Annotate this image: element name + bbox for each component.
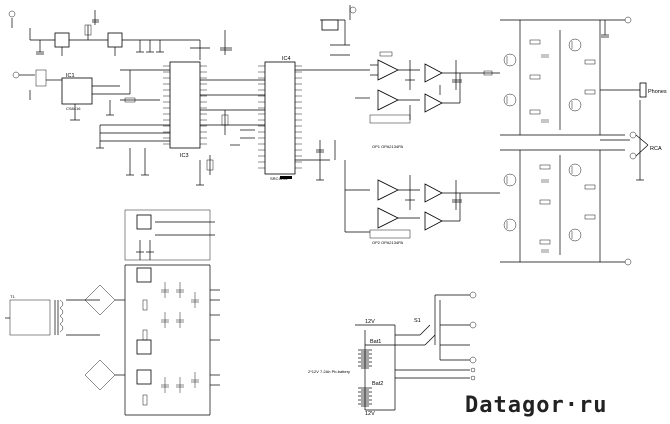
ic1-chip [61, 77, 93, 105]
opamp-stage-top: OP1 OPA2134PA [330, 51, 500, 149]
ic3-pins [163, 65, 207, 145]
regulator-section [8, 10, 232, 60]
switch-label: S1 [414, 318, 421, 324]
ic4-part-label: SRC4193 [270, 176, 288, 181]
opamp-mid-label: OP2 OPA2134PA [372, 240, 404, 245]
ic3-label: IC3 [180, 153, 189, 159]
rca-label: RCA [650, 146, 662, 152]
terminal-5 [470, 375, 476, 381]
terminal-2 [469, 321, 477, 329]
ic4-label: IC4 [282, 56, 291, 62]
ic3-chip [169, 61, 201, 149]
rca-connector-l [629, 131, 637, 139]
opamp-stage-mid: OP2 OPA2134PA [344, 160, 500, 245]
psu-regulator-1 [136, 214, 152, 230]
phones-jack [639, 82, 647, 98]
terminal-4 [470, 367, 476, 373]
t1-label: T1 [10, 294, 15, 299]
terminal-3 [469, 356, 477, 364]
bridge-rectifier-2 [84, 359, 116, 391]
battery-switch-section: Bat1 Bat2 2*12V 7.2Ah Pb-battery 12V 12V… [308, 291, 477, 417]
watermark: Datagor·ru [465, 393, 607, 418]
ic4-chip [264, 61, 296, 175]
ic4-block: IC4 SRC4193 [240, 5, 357, 181]
psu-regulator-3 [136, 339, 152, 355]
rca-connector-r [629, 152, 637, 160]
battery-desc-label: 2*12V 7.2Ah Pb-battery [308, 369, 350, 374]
terminal-1 [469, 291, 477, 299]
opamp-top-label: OP1 OPA2134PA [372, 144, 404, 149]
v12-top-label: 12V [365, 319, 375, 325]
ic3-block: IC3 [96, 61, 255, 186]
ic1-part-label: CS8416 [66, 106, 81, 111]
regulator-u2 [107, 32, 123, 48]
output-stage: Phones RCA [500, 16, 667, 266]
ic1-label: IC1 [66, 73, 75, 79]
power-supply: T1 [5, 209, 220, 416]
phones-label: Phones [648, 89, 667, 95]
regulator-u1 [54, 32, 70, 48]
bat1-label: Bat1 [370, 339, 381, 345]
ic1-receiver-block: IC1 CS8416 [12, 69, 170, 121]
psu-regulator-4 [136, 369, 152, 385]
bridge-rectifier-1 [84, 284, 116, 316]
psu-regulator-2 [136, 267, 152, 283]
v12-bottom-label: 12V [365, 411, 375, 417]
bat2-label: Bat2 [372, 381, 383, 387]
